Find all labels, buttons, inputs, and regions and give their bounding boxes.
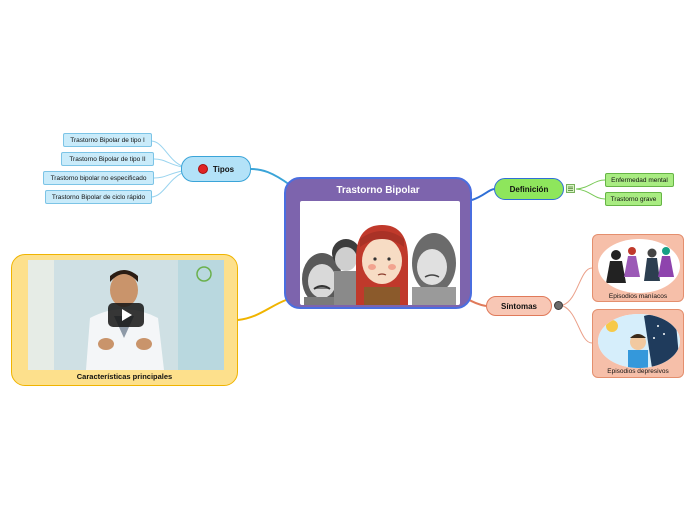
sintomas-topic[interactable]: Síntomas [486, 296, 552, 316]
video-caption: Características principales [76, 372, 173, 381]
central-topic[interactable]: Trastorno Bipolar [284, 177, 472, 309]
sintomas-label: Síntomas [500, 301, 537, 311]
central-topic-title: Trastorno Bipolar [336, 185, 420, 196]
video-thumbnail[interactable] [28, 260, 224, 370]
definicion-item[interactable]: Trastorno grave [605, 192, 662, 206]
tipos-label: Tipos [212, 164, 235, 174]
video-card[interactable]: Características principales [11, 254, 238, 386]
episodios-maniacos-label: Episodios maníacos [608, 293, 668, 300]
episodios-depresivos-label: Episodios depresivos [607, 368, 669, 375]
tipos-item[interactable]: Trastorno Bipolar de tipo I [63, 133, 152, 147]
episodios-maniacos-card[interactable]: Episodios maníacos [592, 234, 684, 302]
tipos-item[interactable]: Trastorno Bipolar de tipo II [61, 152, 154, 166]
tipos-topic[interactable]: Tipos [181, 156, 251, 182]
definicion-label: Definición [509, 184, 549, 194]
central-topic-image [300, 201, 460, 305]
tipos-item[interactable]: Trastorno bipolar no especificado [43, 171, 154, 185]
red-dot-icon [197, 164, 208, 174]
group-of-sad-faces-illustration [302, 225, 456, 305]
note-icon[interactable] [566, 184, 575, 193]
globe-icon[interactable] [554, 301, 563, 310]
sad-boy-rain-illustration [598, 314, 680, 368]
tipos-item[interactable]: Trastorno Bipolar de ciclo rápido [45, 190, 152, 204]
definicion-topic[interactable]: Definición [494, 178, 564, 200]
definicion-item[interactable]: Enfermedad mental [605, 173, 674, 187]
dancing-people-illustration [598, 239, 680, 293]
episodios-depresivos-card[interactable]: Episodios depresivos [592, 309, 684, 378]
play-icon[interactable] [108, 303, 144, 327]
